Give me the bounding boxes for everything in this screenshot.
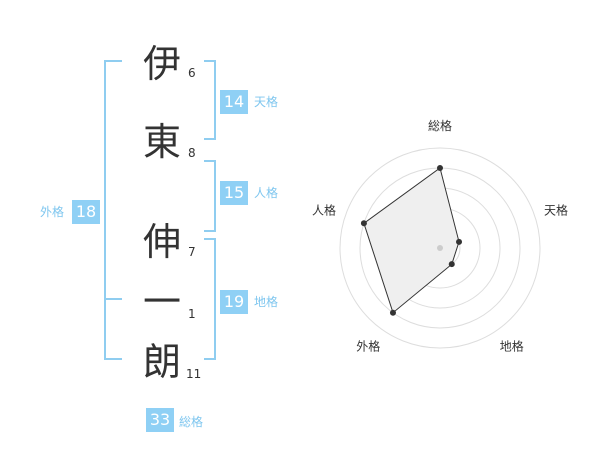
radar-center-dot [437, 245, 443, 251]
gaikaku-bracket-top [104, 60, 122, 62]
radar-point-天格 [456, 238, 463, 245]
chikaku-bracket-vertical [214, 238, 216, 360]
soukaku-label: 総格 [179, 415, 204, 429]
stroke-count-4: 1 [188, 307, 196, 321]
name-char-4: 一 [142, 280, 181, 324]
radar-ring-5 [339, 147, 541, 349]
stroke-count-3: 7 [188, 245, 196, 259]
tenkaku-label: 天格 [254, 95, 279, 109]
chikaku-bracket-top [204, 238, 216, 240]
tenkaku-bracket-bottom [204, 138, 216, 140]
gaikaku-value: 18 [72, 200, 100, 224]
jinkaku-bracket-bottom [204, 230, 216, 232]
stroke-count-5: 11 [186, 367, 202, 381]
jinkaku-label: 人格 [254, 186, 279, 200]
radar-point-人格 [360, 220, 367, 227]
tenkaku-value: 14 [220, 90, 248, 114]
stroke-count-1: 6 [188, 66, 196, 80]
gaikaku-bracket-bottom [104, 358, 122, 360]
gaikaku-bracket-vertical [104, 60, 106, 360]
tenkaku-bracket-top [204, 60, 216, 62]
radar-point-地格 [448, 261, 455, 268]
chikaku-value: 19 [220, 290, 248, 314]
radar-axis-label-3: 外格 [356, 339, 380, 354]
jinkaku-bracket-vertical [214, 160, 216, 232]
radar-axis-label-0: 総格 [428, 118, 452, 133]
radar-point-総格 [437, 165, 443, 171]
radar-axis-label-2: 地格 [500, 339, 524, 354]
jinkaku-bracket-top [204, 160, 216, 162]
radar-points [360, 165, 463, 316]
gaikaku-bracket-mid [104, 298, 122, 300]
name-char-2: 東 [142, 120, 181, 164]
name-char-3: 伸 [142, 220, 181, 264]
name-char-5: 朗 [142, 340, 181, 384]
radar-axis-label-4: 人格 [312, 202, 336, 217]
tenkaku-bracket-vertical [214, 60, 216, 140]
chikaku-bracket-bottom [204, 358, 216, 360]
gaikaku-label: 外格 [40, 205, 65, 219]
jinkaku-value: 15 [220, 181, 248, 205]
name-char-1: 伊 [142, 42, 181, 86]
radar-area [363, 167, 460, 314]
radar-point-外格 [389, 309, 396, 316]
radar-axis-label-1: 天格 [544, 202, 568, 217]
chikaku-label: 地格 [254, 295, 279, 309]
stroke-count-2: 8 [188, 146, 196, 160]
soukaku-value: 33 [146, 408, 174, 432]
